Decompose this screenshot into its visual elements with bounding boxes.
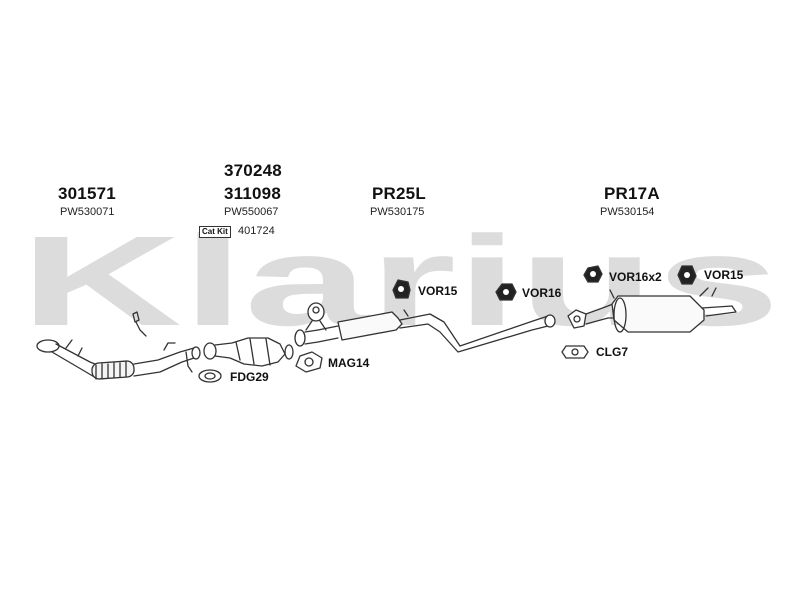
rear-silencer-number: PR17A — [604, 184, 660, 203]
centre-silencer-ref: PW530175 — [370, 206, 425, 218]
cat-kit-number: 401724 — [238, 225, 275, 237]
catalyst-number: 311098 — [224, 184, 281, 203]
mount-vor15-shape-2 — [677, 265, 697, 285]
gasket-fdg29-shape — [198, 369, 222, 383]
mount-vor15-label-1: VOR15 — [418, 284, 458, 298]
mount-vor16-shape — [495, 283, 517, 301]
centre-silencer — [317, 309, 556, 353]
gasket-mag14-shape — [295, 351, 323, 373]
mount-vor15-label-2: VOR15 — [704, 268, 744, 282]
mount-vor16-label: VOR16 — [522, 286, 562, 300]
clamp-clg7-shape — [561, 345, 589, 359]
clamp-clg7-label: CLG7 — [596, 345, 629, 359]
catalyst-ref: PW550067 — [224, 206, 279, 218]
front-pipe-number: 301571 — [58, 184, 116, 203]
mount-vor16x2-label: VOR16x2 — [609, 270, 662, 284]
catalyst-number-top: 370248 — [224, 161, 282, 180]
rear-silencer — [585, 287, 737, 333]
catalyst-hanger — [305, 302, 327, 331]
centre-silencer-number: PR25L — [372, 184, 426, 203]
catalyst — [203, 337, 294, 367]
mount-vor16x2-shape — [583, 265, 603, 283]
rear-flange — [567, 309, 587, 329]
gasket-mag14-label: MAG14 — [328, 356, 370, 370]
front-pipe — [36, 311, 201, 380]
cat-kit-badge: Cat Kit — [199, 226, 231, 238]
rear-silencer-ref: PW530154 — [600, 206, 655, 218]
mount-vor15-shape-1 — [392, 279, 411, 299]
front-pipe-ref: PW530071 — [60, 206, 115, 218]
flange — [294, 329, 319, 347]
gasket-fdg29-label: FDG29 — [230, 370, 269, 384]
